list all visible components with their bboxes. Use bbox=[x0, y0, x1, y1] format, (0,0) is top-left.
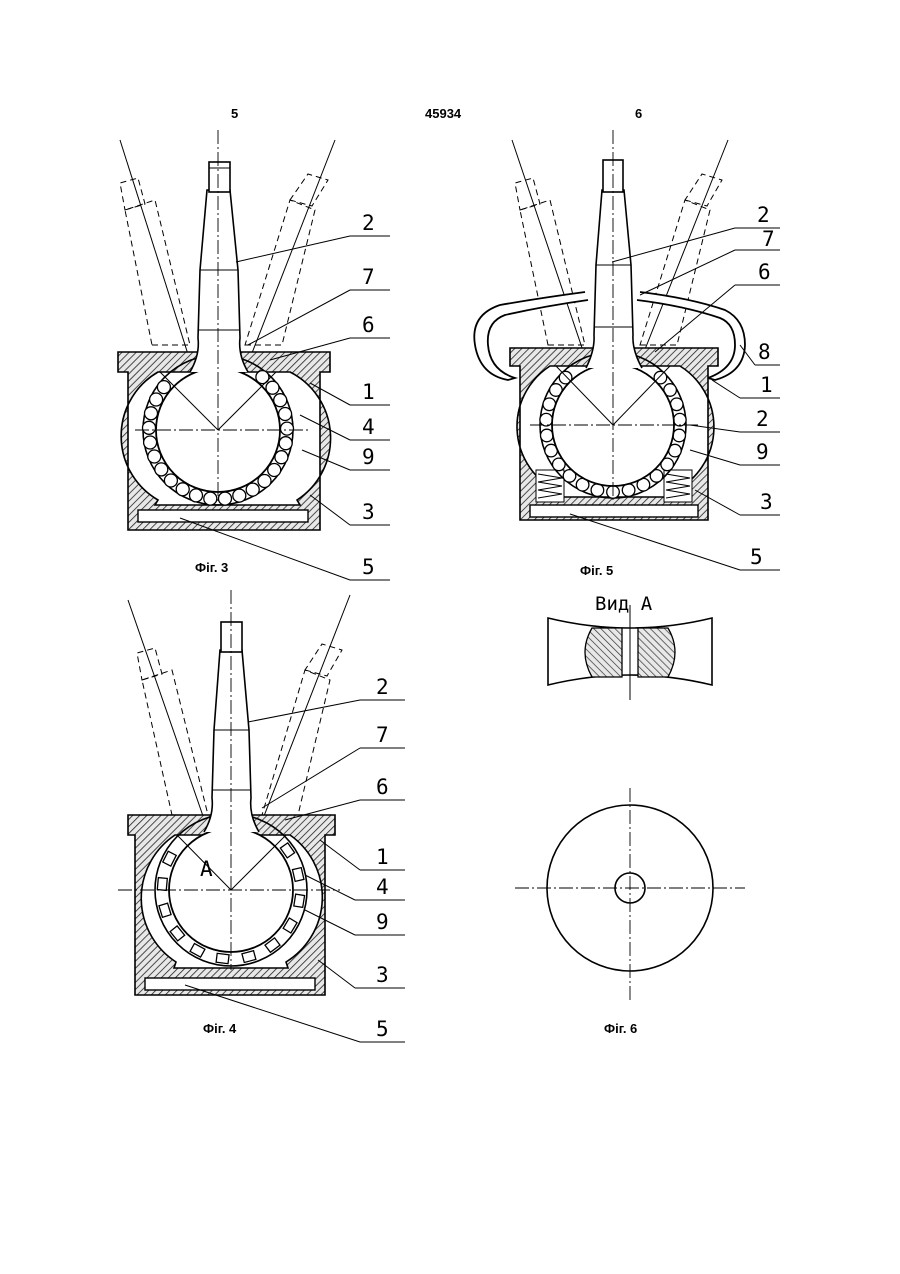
bearing-roller bbox=[159, 903, 171, 917]
fig4-label-7: 7 bbox=[376, 723, 389, 747]
fig3-label-1: 1 bbox=[362, 380, 375, 404]
fig3-label-9: 9 bbox=[362, 445, 375, 469]
fig5-label-8: 8 bbox=[758, 340, 771, 364]
fig5-label-3: 3 bbox=[760, 490, 773, 514]
fig5-label-7: 7 bbox=[762, 227, 775, 251]
bearing-ball bbox=[150, 393, 163, 406]
fig4-view-marker: A bbox=[200, 857, 213, 881]
fig4-label-2: 2 bbox=[376, 675, 389, 699]
fig5-label-9: 9 bbox=[756, 440, 769, 464]
bearing-ball bbox=[279, 408, 292, 421]
fig4-label-5: 5 bbox=[376, 1017, 389, 1041]
bearing-ball bbox=[219, 492, 232, 505]
fig5-bottom-plate bbox=[530, 505, 698, 517]
fig6-view-title: Вид А bbox=[595, 593, 653, 615]
bearing-ball bbox=[281, 422, 294, 435]
fig4-bottom-plate bbox=[145, 978, 315, 990]
bearing-ball bbox=[233, 489, 246, 502]
bearing-ball bbox=[275, 451, 288, 464]
fig4-label-1: 1 bbox=[376, 845, 389, 869]
fig5-spring-right bbox=[664, 470, 692, 502]
fig4-pin-stem bbox=[204, 650, 259, 832]
bearing-ball bbox=[540, 413, 553, 426]
fig3-pin-stem bbox=[190, 190, 248, 372]
fig5-label-2: 2 bbox=[757, 203, 770, 227]
fig3-label-7: 7 bbox=[362, 265, 375, 289]
fig5-pin-stem bbox=[586, 190, 642, 368]
bearing-roller bbox=[157, 878, 167, 891]
bearing-ball bbox=[145, 407, 158, 420]
bearing-ball bbox=[204, 492, 217, 505]
fig6-roller-side-view bbox=[548, 605, 712, 700]
fig6-roller-top-view bbox=[515, 788, 745, 1000]
fig3-label-4: 4 bbox=[362, 415, 375, 439]
fig4-label-4: 4 bbox=[376, 875, 389, 899]
fig3-label-5: 5 bbox=[362, 555, 375, 579]
bearing-ball bbox=[673, 429, 686, 442]
fig3-label-2: 2 bbox=[362, 211, 375, 235]
fig3-caption: Фіг. 3 bbox=[195, 560, 228, 575]
bearing-ball bbox=[274, 394, 287, 407]
fig4-caption: Фіг. 4 bbox=[203, 1021, 237, 1036]
fig6-caption: Фіг. 6 bbox=[604, 1021, 637, 1036]
bearing-ball bbox=[190, 489, 203, 502]
bearing-roller bbox=[292, 868, 303, 882]
fig3-bottom-plate bbox=[138, 510, 308, 522]
bearing-ball bbox=[541, 429, 554, 442]
figure-6: Вид А Фіг. 6 bbox=[515, 593, 745, 1036]
fig4-label-3: 3 bbox=[376, 963, 389, 987]
bearing-ball bbox=[144, 436, 157, 449]
fig3-label-6: 6 bbox=[362, 313, 375, 337]
fig4-pin-thread bbox=[221, 622, 242, 652]
fig5-caption: Фіг. 5 bbox=[580, 563, 613, 578]
bearing-ball bbox=[279, 437, 292, 450]
fig4-label-9: 9 bbox=[376, 910, 389, 934]
bearing-ball bbox=[143, 421, 156, 434]
figure-5: 2 7 6 8 1 2 9 3 5 Фіг. 5 bbox=[474, 130, 780, 578]
bearing-roller bbox=[242, 951, 256, 963]
fig5-label-1: 1 bbox=[760, 373, 773, 397]
fig5-label-6: 6 bbox=[758, 260, 771, 284]
figure-4: A 2 7 6 1 4 9 3 5 Фіг. 4 bbox=[118, 590, 405, 1042]
bearing-roller bbox=[294, 894, 305, 907]
bearing-ball bbox=[148, 450, 161, 463]
fig3-label-3: 3 bbox=[362, 500, 375, 524]
fig5-label-5: 5 bbox=[750, 545, 763, 569]
fig5-label-2b: 2 bbox=[756, 407, 769, 431]
bearing-roller bbox=[216, 953, 229, 963]
figure-3: 2 7 6 1 4 9 3 5 Фіг. 3 bbox=[118, 130, 390, 580]
fig4-label-6: 6 bbox=[376, 775, 389, 799]
fig3-pin-thread bbox=[209, 162, 230, 192]
bearing-ball bbox=[674, 413, 687, 426]
